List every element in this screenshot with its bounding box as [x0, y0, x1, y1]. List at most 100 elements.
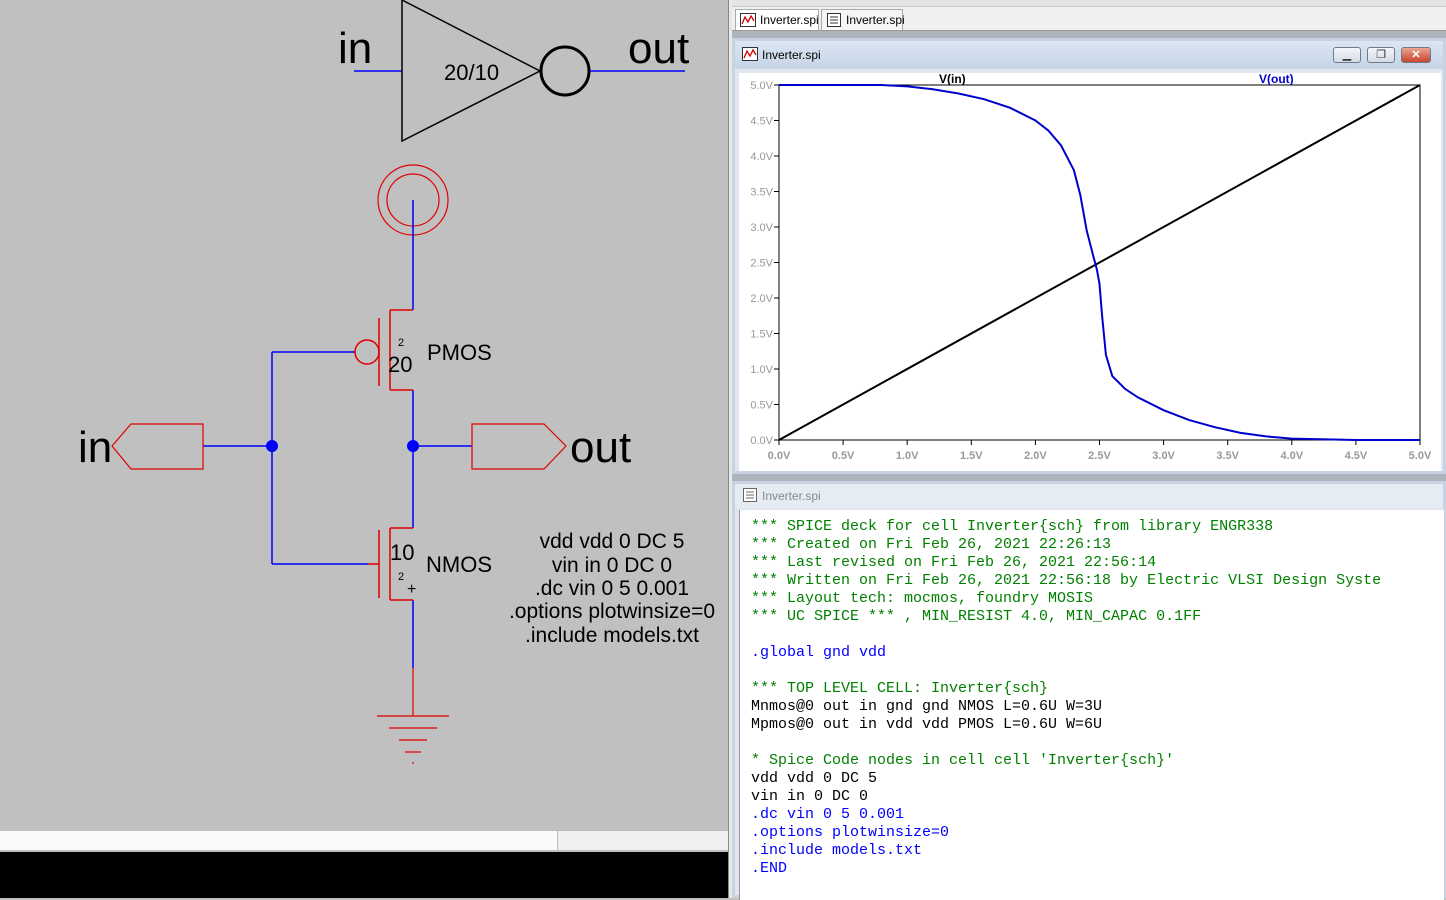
taskbar: [0, 852, 728, 898]
netlist-line: *** SPICE deck for cell Inverter{sch} fr…: [751, 518, 1274, 535]
netlist-line: *** Created on Fri Feb 26, 2021 22:26:13: [751, 536, 1112, 553]
tab-netlist[interactable]: Inverter.spi: [821, 9, 905, 30]
netlist-icon: [742, 488, 758, 507]
netlist-window[interactable]: Inverter.spi *** SPICE deck for cell Inv…: [732, 481, 1446, 900]
netlist-icon: [826, 13, 842, 34]
netlist-window-title: Inverter.spi: [762, 489, 821, 503]
close-button[interactable]: ✕: [1401, 47, 1431, 63]
netlist-line: *** Layout tech: mocmos, foundry MOSIS: [751, 590, 1094, 607]
netlist-line: *** TOP LEVEL CELL: Inverter{sch}: [751, 680, 1049, 697]
tab-label: Inverter.spi: [760, 13, 819, 27]
scrollbar-thumb[interactable]: [0, 831, 558, 850]
simulator-panel: Inverter.spi Inverter.spi Inverter.spi ▁…: [732, 0, 1446, 900]
spice-code-line: .include models.txt: [525, 624, 699, 647]
y-tick-label: 0.5V: [750, 400, 773, 412]
tab-waveform[interactable]: Inverter.spi: [735, 9, 819, 30]
legend-label: V(out): [1259, 73, 1294, 86]
spice-code-line: vin in 0 DC 0: [552, 554, 672, 577]
netlist-text[interactable]: *** SPICE deck for cell Inverter{sch} fr…: [739, 510, 1444, 900]
schematic-canvas[interactable]: in out 20/10 2 20 PMOS: [0, 0, 728, 852]
nmos-length: 2: [398, 571, 404, 583]
netlist-line: .options plotwinsize=0: [751, 824, 950, 841]
netlist-line: *** Written on Fri Feb 26, 2021 22:56:18…: [751, 572, 1382, 589]
netlist-line: *** Last revised on Fri Feb 26, 2021 22:…: [751, 554, 1157, 571]
junction-in: [266, 440, 278, 452]
inverter-icon-symbol[interactable]: in out 20/10: [338, 0, 689, 143]
transfer-curve-chart[interactable]: 0.0V 0.5V 1.0V 1.5V 2.0V 2.5V 3.0V 3.5V 4.0V 4.5V…: [739, 73, 1441, 471]
netlist-line: * Spice Code nodes in cell cell 'Inverte…: [751, 752, 1175, 769]
restore-icon: ❐: [1376, 49, 1386, 61]
junction-out: [407, 440, 419, 452]
restore-button[interactable]: ❐: [1367, 47, 1395, 63]
netlist-window-titlebar[interactable]: Inverter.spi: [735, 484, 1443, 508]
y-tick-label: 1.0V: [750, 364, 773, 376]
y-tick-label: 3.5V: [750, 187, 773, 199]
ground-symbol[interactable]: [377, 668, 449, 764]
icon-size-label: 20/10: [444, 60, 499, 85]
y-tick-label: 1.5V: [750, 329, 773, 341]
nmos-width: 10: [390, 540, 414, 565]
x-tick-label: 0.5V: [832, 450, 855, 462]
x-tick-label: 3.5V: [1216, 450, 1239, 462]
pmos-length: 2: [398, 337, 404, 349]
netlist-line: Mnmos@0 out in gnd gnd NMOS L=0.6U W=3U: [751, 698, 1103, 715]
series-line-vout: [779, 84, 1420, 441]
x-tick-label: 5.0V: [1409, 450, 1432, 462]
x-tick-label: 4.5V: [1345, 450, 1368, 462]
netlist-line: vin in 0 DC 0: [751, 788, 869, 805]
pmos-width: 20: [388, 352, 412, 377]
y-tick-label: 3.0V: [750, 222, 773, 234]
netlist-line: .dc vin 0 5 0.001: [751, 806, 905, 823]
plot-window-titlebar[interactable]: Inverter.spi ▁ ❐ ✕: [735, 41, 1443, 69]
spice-code-line: vdd vdd 0 DC 5: [540, 530, 685, 553]
pane-divider[interactable]: [728, 0, 733, 898]
y-tick-label: 2.5V: [750, 258, 773, 270]
x-tick-label: 3.0V: [1152, 450, 1175, 462]
waveform-icon: [742, 47, 758, 66]
plot-window[interactable]: Inverter.spi ▁ ❐ ✕ 0.0V 0.5V 1.0V 1.5V 2.0V 2…: [732, 38, 1446, 474]
x-tick-label: 1.0V: [896, 450, 919, 462]
x-tick-label: 2.5V: [1088, 450, 1111, 462]
netlist-line: *** UC SPICE *** , MIN_RESIST 4.0, MIN_C…: [751, 608, 1202, 625]
y-tick-label: 0.0V: [750, 435, 773, 447]
plot-window-title: Inverter.spi: [762, 48, 821, 62]
nmos-label: NMOS: [426, 552, 492, 577]
spice-code-line: .options plotwinsize=0: [509, 600, 715, 623]
x-tick-label: 4.0V: [1280, 450, 1303, 462]
netlist-line: .END: [751, 860, 788, 877]
netlist-line: vdd vdd 0 DC 5: [751, 770, 878, 787]
in-port-label: in: [78, 423, 112, 472]
x-tick-label: 1.5V: [960, 450, 983, 462]
pmos-transistor[interactable]: [354, 309, 413, 391]
legend-label: V(in): [939, 73, 966, 86]
x-tick-label: 2.0V: [1024, 450, 1047, 462]
out-port-symbol[interactable]: [471, 423, 567, 470]
document-tab-bar: Inverter.spi Inverter.spi: [732, 0, 1446, 31]
minimize-icon: ▁: [1342, 49, 1352, 61]
schematic-drawing[interactable]: in out 20/10 2 20 PMOS: [0, 0, 728, 852]
icon-in-label: in: [338, 24, 372, 73]
spice-code-line: .dc vin 0 5 0.001: [535, 577, 689, 600]
horizontal-scrollbar[interactable]: [0, 831, 728, 850]
close-icon: ✕: [1411, 49, 1421, 61]
tab-label: Inverter.spi: [846, 13, 905, 27]
pmos-label: PMOS: [427, 340, 492, 365]
nmos-plus-mark: +: [407, 581, 416, 598]
netlist-line: .global gnd vdd: [751, 644, 887, 661]
y-tick-label: 5.0V: [750, 80, 773, 92]
x-tick-label: 0.0V: [768, 450, 791, 462]
y-tick-label: 4.0V: [750, 151, 773, 163]
plot-area[interactable]: 0.0V 0.5V 1.0V 1.5V 2.0V 2.5V 3.0V 3.5V 4.0V 4.5V…: [739, 73, 1441, 471]
icon-out-label: out: [628, 24, 689, 73]
nmos-transistor[interactable]: [368, 527, 413, 601]
minimize-button[interactable]: ▁: [1333, 47, 1361, 63]
in-port-symbol[interactable]: [111, 423, 204, 470]
series-line-vin: [778, 84, 1421, 441]
netlist-line: Mpmos@0 out in vdd vdd PMOS L=0.6U W=6U: [751, 716, 1103, 733]
out-port-label: out: [570, 423, 631, 472]
y-tick-label: 4.5V: [750, 116, 773, 128]
spice-code-block[interactable]: vdd vdd 0 DC 5 vin in 0 DC 0 .dc vin 0 5…: [509, 530, 715, 647]
toolbar-strip: [732, 0, 1446, 7]
waveform-icon: [740, 13, 756, 34]
wires[interactable]: [203, 200, 472, 668]
